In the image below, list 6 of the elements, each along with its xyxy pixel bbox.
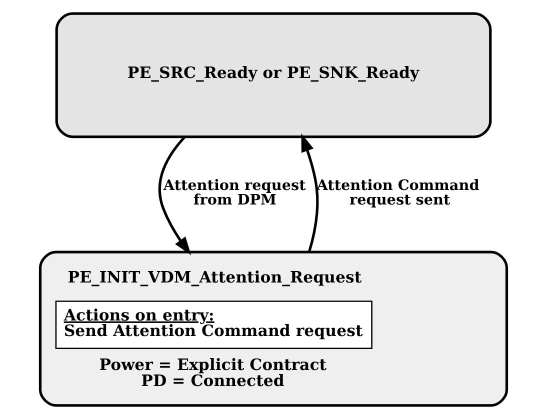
edge-label: Attention request from DPM [163, 177, 306, 209]
node-box: PE_SRC_Ready or PE_SNK_Ready [55, 12, 492, 138]
arrow [301, 133, 319, 252]
edge-label: Attention Command request sent [316, 177, 480, 209]
node-box: PE_INIT_VDM_Attention_Request Actions on entry: Send Attention Command request Power = Explicit Contract PD = Connected [38, 250, 508, 407]
arrow [158, 136, 192, 256]
